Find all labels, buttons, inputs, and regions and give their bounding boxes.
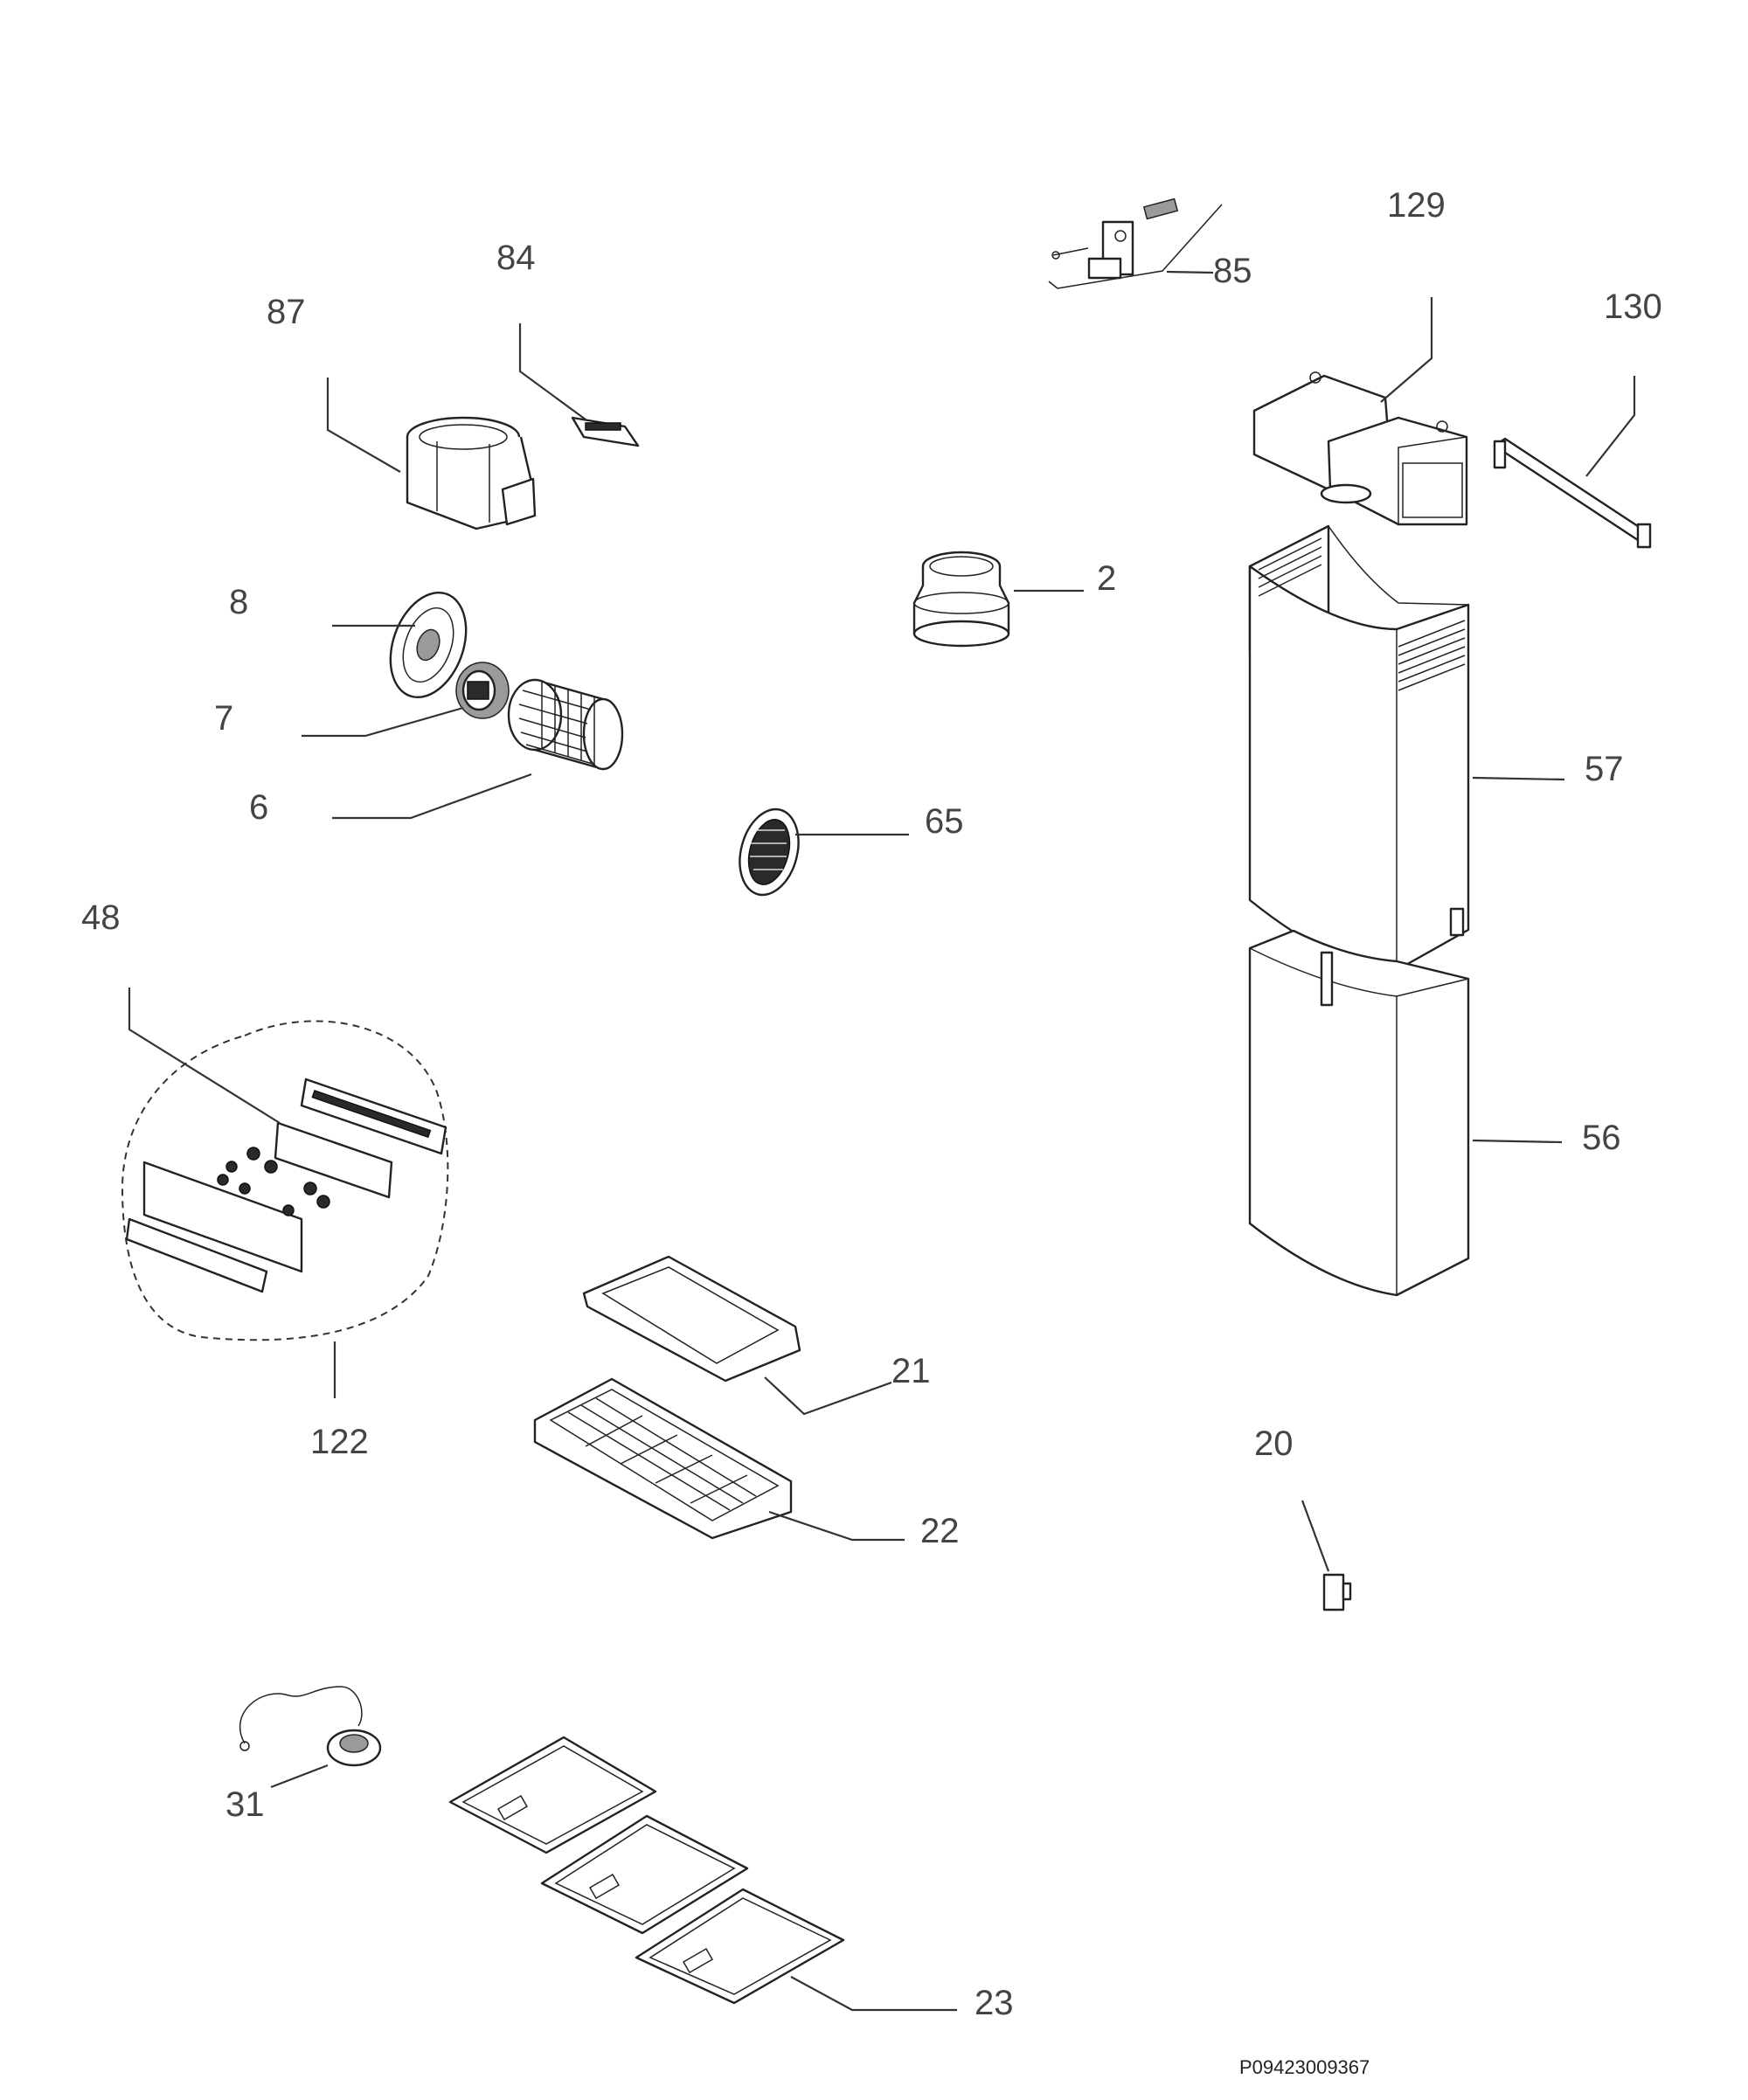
label-122: 122	[310, 1423, 369, 1461]
part-87-housing	[406, 416, 537, 530]
leader-6	[332, 773, 532, 820]
label-65: 65	[925, 802, 964, 841]
leader-84	[518, 323, 586, 420]
label-85: 85	[1213, 252, 1252, 290]
part-6-blower-wheel	[507, 678, 624, 771]
part-65-grille	[739, 807, 800, 897]
leader-87	[326, 378, 401, 473]
label-87: 87	[267, 293, 306, 331]
part-31-lamp	[239, 1686, 382, 1767]
label-7: 7	[214, 699, 233, 738]
part-7-motor	[455, 662, 510, 719]
label-8: 8	[229, 583, 248, 621]
leader-lines	[128, 270, 1636, 2012]
label-22: 22	[920, 1512, 960, 1550]
part-84-clip	[571, 416, 640, 447]
part-23-carbon-filters	[448, 1736, 845, 2005]
leader-85	[1166, 270, 1214, 274]
part-85-bracket	[1048, 198, 1223, 289]
label-2: 2	[1097, 559, 1116, 598]
leader-21	[764, 1376, 892, 1416]
label-130: 130	[1604, 288, 1662, 326]
part-2-duct-collar	[912, 551, 1010, 648]
label-84: 84	[496, 239, 536, 277]
part-57-upper-chimney	[1248, 524, 1470, 972]
leader-22	[768, 1510, 905, 1542]
leader-20	[1301, 1500, 1330, 1572]
part-130-bracket	[1493, 437, 1652, 549]
part-number-labels: 2 6 7 8 20 21 22 23 31 48 56 57 65 84 85…	[81, 186, 1662, 2022]
label-129: 129	[1387, 186, 1446, 225]
label-31: 31	[225, 1785, 265, 1824]
part-21-filter-frame	[582, 1255, 801, 1383]
label-21: 21	[891, 1352, 931, 1390]
leader-7	[302, 706, 464, 738]
part-8-plate	[389, 591, 468, 699]
part-129-diverter	[1252, 371, 1468, 526]
part-22-grease-filter	[533, 1377, 793, 1540]
label-23: 23	[975, 1984, 1014, 2022]
label-56: 56	[1582, 1119, 1621, 1157]
diagram-code: P09423009367	[1239, 2056, 1370, 2078]
part-56-lower-chimney	[1248, 929, 1470, 1297]
label-6: 6	[249, 788, 268, 827]
leader-23	[790, 1976, 957, 2012]
label-20: 20	[1254, 1424, 1294, 1463]
leader-48	[128, 988, 281, 1124]
leader-31	[270, 1764, 329, 1789]
label-48: 48	[81, 898, 121, 937]
leader-57	[1472, 776, 1565, 781]
leader-56	[1472, 1139, 1563, 1144]
leader-129	[1380, 297, 1433, 403]
part-20-switch	[1322, 1573, 1352, 1611]
part-122-control-group	[121, 1020, 449, 1341]
leader-130	[1585, 376, 1636, 477]
label-57: 57	[1585, 750, 1624, 788]
